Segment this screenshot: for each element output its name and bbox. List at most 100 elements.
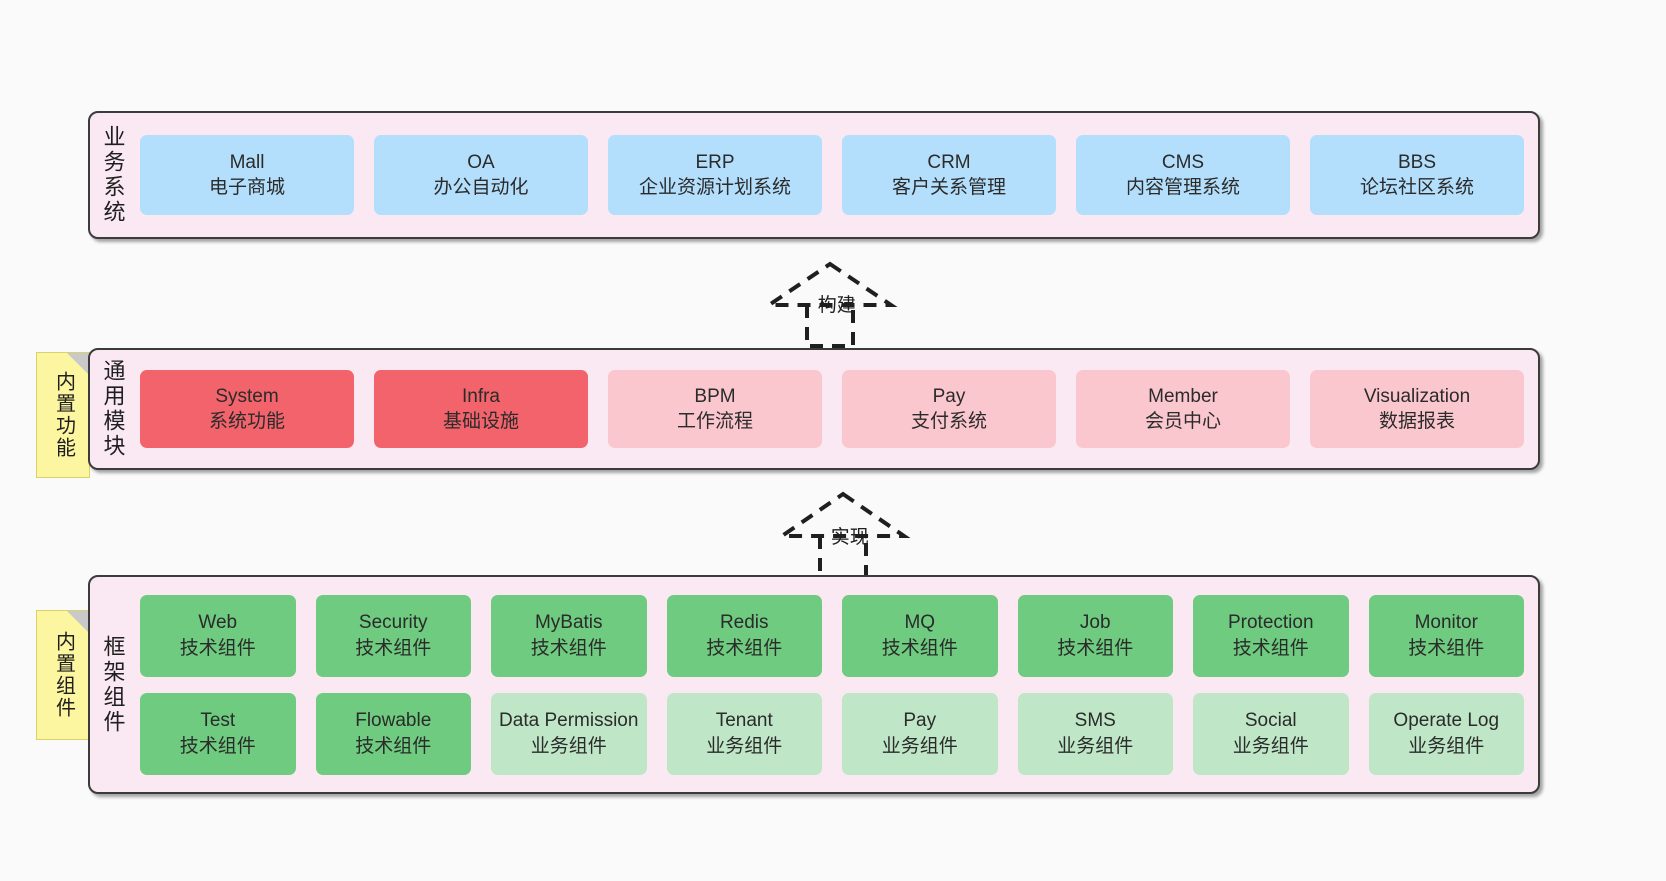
card-title: Operate Log [1393, 710, 1500, 732]
card-subtitle: 系统功能 [208, 411, 285, 432]
connector-build-label: 构建 [817, 295, 856, 316]
card-title: Pay [903, 710, 937, 732]
card-title: Security [358, 612, 428, 634]
card-redis[interactable]: Redis 技术组件 [666, 594, 822, 677]
card-title: BBS [1397, 151, 1437, 173]
card-title: CRM [927, 151, 971, 173]
card-subtitle: 技术组件 [1057, 637, 1134, 659]
card-cms[interactable]: CMS 内容管理系统 [1076, 135, 1290, 215]
card-title: System [215, 385, 279, 407]
generalization-arrow-icon [775, 491, 911, 580]
card-subtitle: 工作流程 [676, 411, 753, 432]
card-row: Web 技术组件 Security 技术组件 MyBatis 技术组件 Redi… [140, 594, 1524, 677]
card-crm[interactable]: CRM 客户关系管理 [842, 135, 1056, 215]
card-title: Social [1244, 710, 1297, 732]
card-subtitle: 业务组件 [1057, 735, 1134, 757]
card-subtitle: 技术组件 [881, 637, 958, 659]
card-title: Pay [932, 385, 966, 407]
note-builtin-component: 内置组件 [36, 610, 90, 740]
card-subtitle: 客户关系管理 [891, 177, 1006, 198]
tier-framework-component: 框架组件 Web 技术组件 Security 技术组件 MyBatis 技术组件… [88, 575, 1540, 794]
card-subtitle: 技术组件 [179, 637, 256, 659]
card-test[interactable]: Test 技术组件 [140, 692, 296, 775]
tier-business-system-cards: Mall 电子商城 OA 办公自动化 ERP 企业资源计划系统 CRM 客户关系… [136, 135, 1538, 215]
note-label: 内置功能 [52, 371, 75, 459]
card-pay-component[interactable]: Pay 业务组件 [842, 692, 998, 775]
card-job[interactable]: Job 技术组件 [1017, 594, 1173, 677]
card-row: Test 技术组件 Flowable 技术组件 Data Permission … [140, 692, 1524, 775]
card-title: Test [200, 710, 236, 732]
card-sms[interactable]: SMS 业务组件 [1017, 692, 1173, 775]
card-system[interactable]: System 系统功能 [140, 370, 354, 448]
card-tenant[interactable]: Tenant 业务组件 [666, 692, 822, 775]
card-subtitle: 业务组件 [706, 735, 783, 757]
card-social[interactable]: Social 业务组件 [1193, 692, 1349, 775]
card-subtitle: 技术组件 [179, 735, 256, 757]
card-row: System 系统功能 Infra 基础设施 BPM 工作流程 Pay 支付系统… [140, 370, 1524, 448]
card-title: SMS [1074, 710, 1116, 732]
card-title: OA [467, 151, 495, 173]
card-title: Mall [229, 151, 265, 173]
tier-common-module: 通用模块 System 系统功能 Infra 基础设施 BPM 工作流程 Pay… [88, 348, 1540, 470]
card-subtitle: 论坛社区系统 [1359, 177, 1474, 198]
card-subtitle: 业务组件 [881, 735, 958, 757]
card-subtitle: 技术组件 [355, 735, 432, 757]
card-title: Member [1148, 385, 1218, 407]
tier-label-common-module: 通用模块 [100, 359, 126, 459]
note-builtin-function: 内置功能 [36, 352, 90, 478]
card-erp[interactable]: ERP 企业资源计划系统 [608, 135, 822, 215]
card-title: MyBatis [534, 612, 603, 634]
card-subtitle: 基础设施 [442, 411, 519, 432]
card-row: Mall 电子商城 OA 办公自动化 ERP 企业资源计划系统 CRM 客户关系… [140, 135, 1524, 215]
card-title: MQ [904, 612, 936, 634]
card-subtitle: 技术组件 [1408, 637, 1485, 659]
card-protection[interactable]: Protection 技术组件 [1193, 594, 1349, 677]
card-title: ERP [695, 151, 735, 173]
card-web[interactable]: Web 技术组件 [140, 594, 296, 677]
tier-label-framework-component: 框架组件 [100, 634, 126, 735]
card-title: Tenant [715, 710, 773, 732]
card-title: Infra [461, 385, 501, 407]
card-subtitle: 办公自动化 [433, 177, 529, 198]
connector-implement: 实现 [758, 488, 928, 580]
card-flowable[interactable]: Flowable 技术组件 [315, 692, 471, 775]
card-bbs[interactable]: BBS 论坛社区系统 [1310, 135, 1524, 215]
card-subtitle: 数据报表 [1378, 411, 1455, 432]
connector-build: 构建 [745, 258, 915, 348]
card-title: Visualization [1363, 385, 1471, 407]
card-monitor[interactable]: Monitor 技术组件 [1368, 594, 1524, 677]
card-subtitle: 会员中心 [1144, 411, 1221, 432]
connector-implement-label: 实现 [830, 527, 869, 548]
card-title: Web [198, 612, 238, 634]
card-data-permission[interactable]: Data Permission 业务组件 [491, 692, 647, 775]
card-subtitle: 支付系统 [910, 411, 987, 432]
card-member[interactable]: Member 会员中心 [1076, 370, 1290, 448]
card-infra[interactable]: Infra 基础设施 [374, 370, 588, 448]
card-title: BPM [694, 385, 736, 407]
tier-common-module-cards: System 系统功能 Infra 基础设施 BPM 工作流程 Pay 支付系统… [136, 370, 1538, 448]
card-subtitle: 业务组件 [1232, 735, 1309, 757]
card-subtitle: 电子商城 [208, 177, 285, 198]
tier-framework-component-cards: Web 技术组件 Security 技术组件 MyBatis 技术组件 Redi… [136, 594, 1538, 775]
card-subtitle: 技术组件 [530, 637, 607, 659]
card-oa[interactable]: OA 办公自动化 [374, 135, 588, 215]
card-mybatis[interactable]: MyBatis 技术组件 [491, 594, 647, 677]
card-security[interactable]: Security 技术组件 [315, 594, 471, 677]
card-mall[interactable]: Mall 电子商城 [140, 135, 354, 215]
card-subtitle: 技术组件 [355, 637, 432, 659]
card-mq[interactable]: MQ 技术组件 [842, 594, 998, 677]
card-subtitle: 技术组件 [706, 637, 783, 659]
card-subtitle: 内容管理系统 [1125, 177, 1240, 198]
card-operate-log[interactable]: Operate Log 业务组件 [1368, 692, 1524, 775]
card-pay-module[interactable]: Pay 支付系统 [842, 370, 1056, 448]
card-title: CMS [1161, 151, 1205, 173]
generalization-arrow-icon [762, 261, 898, 348]
card-subtitle: 业务组件 [530, 735, 607, 757]
card-visualization[interactable]: Visualization 数据报表 [1310, 370, 1524, 448]
card-bpm[interactable]: BPM 工作流程 [608, 370, 822, 448]
card-subtitle: 业务组件 [1408, 735, 1485, 757]
card-subtitle: 技术组件 [1232, 637, 1309, 659]
card-title: Job [1079, 612, 1111, 634]
tier-label-business-system: 业务系统 [100, 125, 126, 225]
